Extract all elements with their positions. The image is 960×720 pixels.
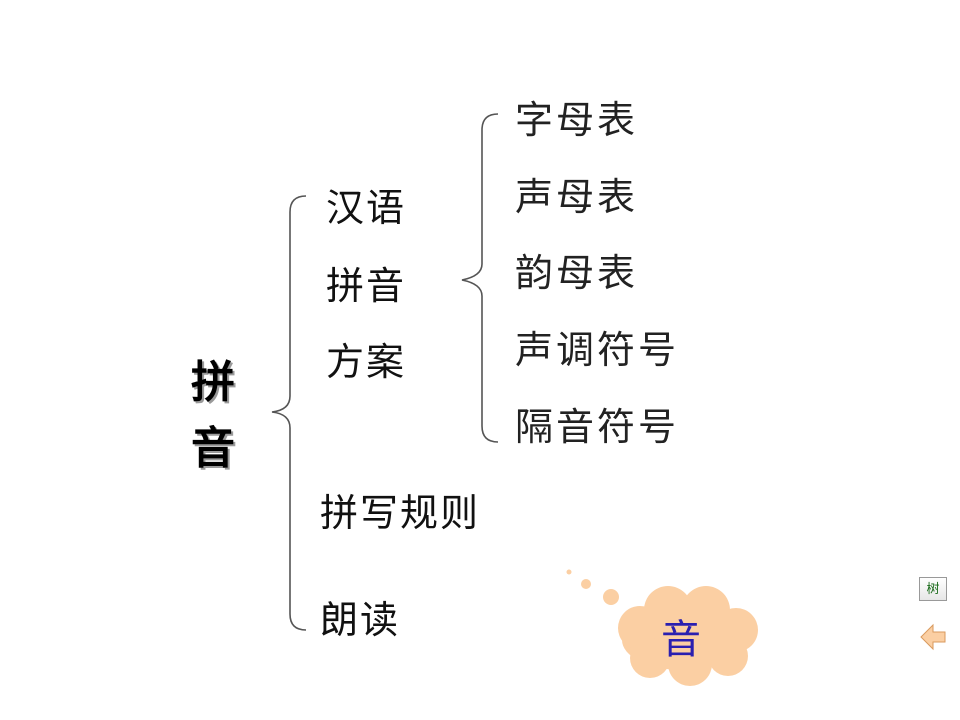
bubble-large-icon	[603, 589, 619, 605]
branch-reading: 朗读	[320, 598, 401, 642]
scheme-item-tone-marks: 声调符号	[515, 328, 680, 372]
bubble-small-icon	[566, 569, 572, 575]
scheme-item-finals: 韵母表	[515, 251, 639, 295]
tree-nav-button[interactable]: 树	[919, 577, 947, 601]
branch-scheme-line-2: 拼音	[326, 264, 407, 308]
bubble-medium-icon	[581, 579, 591, 589]
root-char-2: 音	[191, 423, 235, 474]
branch-spelling-rules: 拼写规则	[320, 491, 481, 535]
cloud-label: 音	[661, 617, 701, 663]
branch-scheme-line-1: 汉语	[326, 186, 407, 230]
branch-scheme-line-3: 方案	[326, 340, 407, 384]
back-arrow-icon	[920, 623, 946, 651]
scheme-item-initials: 声母表	[515, 175, 639, 219]
root-topic: 拼 音	[178, 350, 248, 482]
main-bracket	[271, 195, 307, 631]
back-nav-button[interactable]	[919, 615, 947, 659]
sub-bracket	[461, 113, 499, 443]
root-char-1: 拼	[191, 357, 235, 408]
scheme-item-alphabet: 字母表	[515, 98, 639, 142]
scheme-item-syllable-dividing-mark: 隔音符号	[515, 405, 680, 449]
cloud-icon	[618, 586, 758, 686]
